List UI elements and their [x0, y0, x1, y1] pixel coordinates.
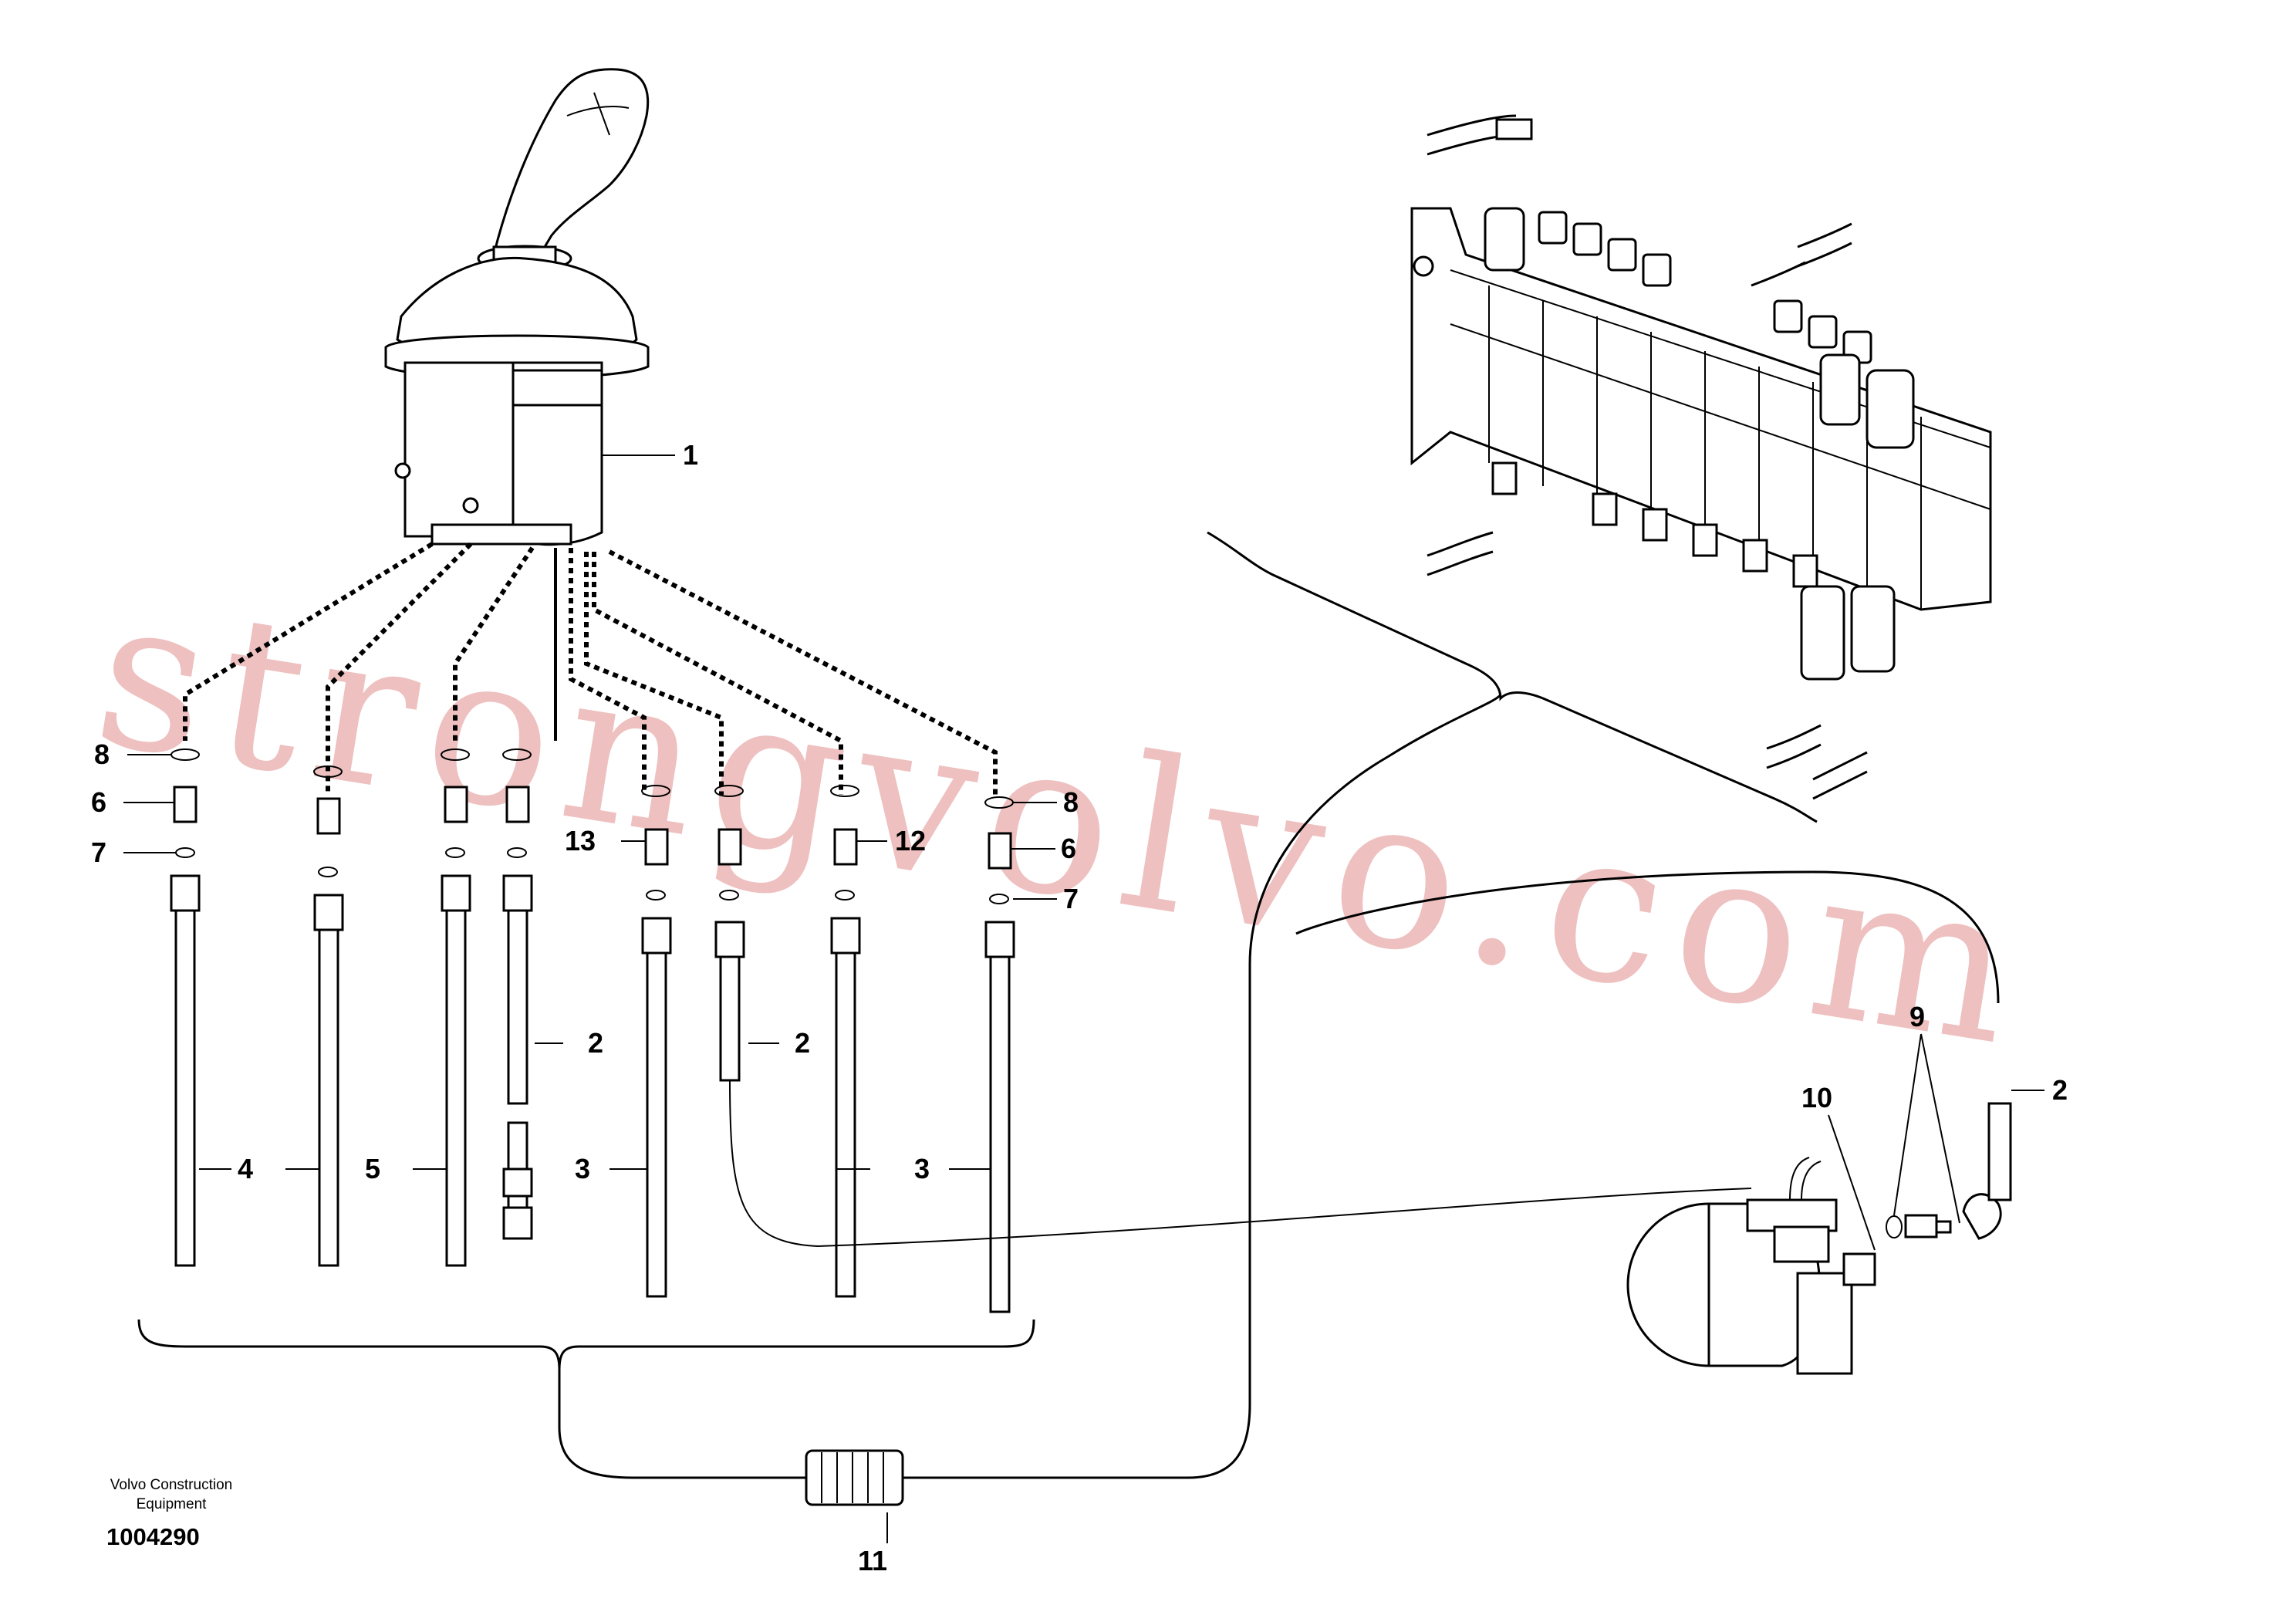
sleeve-part-11: [805, 1449, 904, 1506]
return-hose: [1295, 870, 2000, 1004]
company-name-line1: Volvo Construction: [110, 1477, 232, 1493]
fittings-row: [170, 748, 1015, 1313]
footer: Volvo Construction Equipment 1004290: [106, 1477, 232, 1550]
callout-6-right: 6: [1061, 833, 1076, 864]
callout-7-right: 7: [1063, 883, 1079, 914]
callout-10: 10: [1801, 1082, 1832, 1113]
callout-3-left: 3: [575, 1153, 590, 1184]
callout-8-left: 8: [94, 738, 110, 770]
control-valve-block: [1410, 114, 1992, 800]
callout-2-mid: 2: [795, 1027, 810, 1059]
callout-1: 1: [683, 439, 698, 471]
valve-brace: [1207, 531, 1818, 823]
callout-6-left: 6: [91, 786, 106, 818]
joystick-assembly: [384, 68, 650, 546]
pilot-hose: [729, 1080, 1752, 1248]
callout-7-left: 7: [91, 836, 106, 868]
callout-5: 5: [365, 1153, 380, 1184]
callout-2-right: 2: [2052, 1074, 2068, 1106]
callout-3-right: 3: [914, 1153, 930, 1184]
callout-13: 13: [565, 825, 596, 857]
callout-11: 11: [858, 1545, 887, 1576]
watermark-text: strongvolvo.com: [82, 549, 2042, 1093]
callout-labels: 1 2 2 2 3 3 4 5 6 6 7 7 8 8 9 10 11 12 1…: [91, 439, 2068, 1576]
pilot-lines: [183, 542, 998, 795]
solenoid-valve-assembly: [1626, 1102, 2012, 1375]
brace-leader: [558, 1370, 806, 1479]
callout-9: 9: [1909, 1001, 1925, 1032]
callout-8-right: 8: [1063, 786, 1079, 818]
callout-2-left: 2: [588, 1027, 603, 1059]
brace-leader-right: [903, 694, 1502, 1479]
company-name-line2: Equipment: [137, 1496, 208, 1512]
callout-4: 4: [238, 1153, 253, 1184]
bottom-brace: [137, 1319, 1035, 1370]
document-number: 1004290: [106, 1523, 200, 1550]
callout-leaders: [123, 454, 2044, 1543]
callout-12: 12: [895, 825, 926, 857]
